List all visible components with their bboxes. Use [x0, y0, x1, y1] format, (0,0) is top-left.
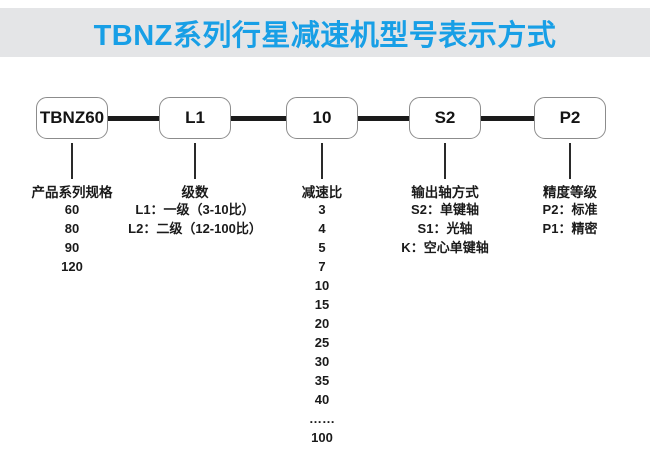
- segment-values-ratio: 3 4 5 7 10 15 20 25 30 35 40 …… 100: [309, 200, 335, 447]
- list-item: L1：一级（3-10比）: [135, 202, 255, 217]
- list-item: K：空心单键轴: [401, 240, 489, 255]
- segment-box-series: TBNZ60: [36, 97, 108, 139]
- list-item: 35: [314, 373, 330, 388]
- list-item: L2：二级（12-100比）: [128, 221, 262, 236]
- list-item: 40: [314, 392, 330, 407]
- list-item: 4: [318, 221, 326, 236]
- list-item: ……: [309, 411, 335, 426]
- segment-header-ratio: 减速比: [301, 185, 343, 200]
- list-item: 5: [318, 240, 326, 255]
- segment-box-precision: P2: [534, 97, 606, 139]
- list-item: 10: [314, 278, 330, 293]
- segment-values-precision: P2：标准 P1：精密: [543, 200, 598, 238]
- segment-box-ratio: 10: [286, 97, 358, 139]
- list-item: 60: [64, 202, 80, 217]
- title-bar: TBNZ系列行星减速机型号表示方式: [0, 8, 650, 57]
- segment-box-shaft: S2: [409, 97, 481, 139]
- list-item: 80: [64, 221, 80, 236]
- list-item: P1：精密: [542, 221, 598, 236]
- list-item: S1：光轴: [417, 221, 473, 236]
- segment-header-shaft: 输出轴方式: [411, 185, 479, 200]
- stem-line: [71, 143, 73, 179]
- connector-horizontal: [231, 116, 287, 121]
- connector-horizontal: [108, 116, 160, 121]
- segment-values-shaft: S2：单键轴 S1：光轴 K：空心单键轴: [401, 200, 488, 257]
- segment-values-stages: L1：一级（3-10比） L2：二级（12-100比）: [128, 200, 262, 238]
- list-item: 25: [314, 335, 330, 350]
- stem-line: [321, 143, 323, 179]
- list-item: S2：单键轴: [411, 202, 479, 217]
- list-item: 30: [314, 354, 330, 369]
- segment-header-stages: 级数: [181, 185, 209, 200]
- connector-horizontal: [481, 116, 535, 121]
- list-item: P2：标准: [542, 202, 598, 217]
- page-title: TBNZ系列行星减速机型号表示方式: [93, 19, 557, 52]
- segment-header-precision: 精度等级: [543, 185, 597, 200]
- segment-header-series: 产品系列规格: [31, 185, 113, 200]
- stem-line: [194, 143, 196, 179]
- model-number-diagram: TBNZ60 产品系列规格 60 80 90 120 L1 级数 L1：一级（3-10…: [0, 57, 650, 470]
- list-item: 20: [314, 316, 330, 331]
- list-item: 100: [311, 430, 333, 445]
- stem-line: [444, 143, 446, 179]
- stem-line: [569, 143, 571, 179]
- list-item: 90: [64, 240, 80, 255]
- list-item: 15: [314, 297, 330, 312]
- connector-horizontal: [358, 116, 410, 121]
- list-item: 120: [61, 259, 83, 274]
- segment-box-stages: L1: [159, 97, 231, 139]
- list-item: 3: [318, 202, 326, 217]
- list-item: 7: [318, 259, 326, 274]
- segment-values-series: 60 80 90 120: [61, 200, 83, 276]
